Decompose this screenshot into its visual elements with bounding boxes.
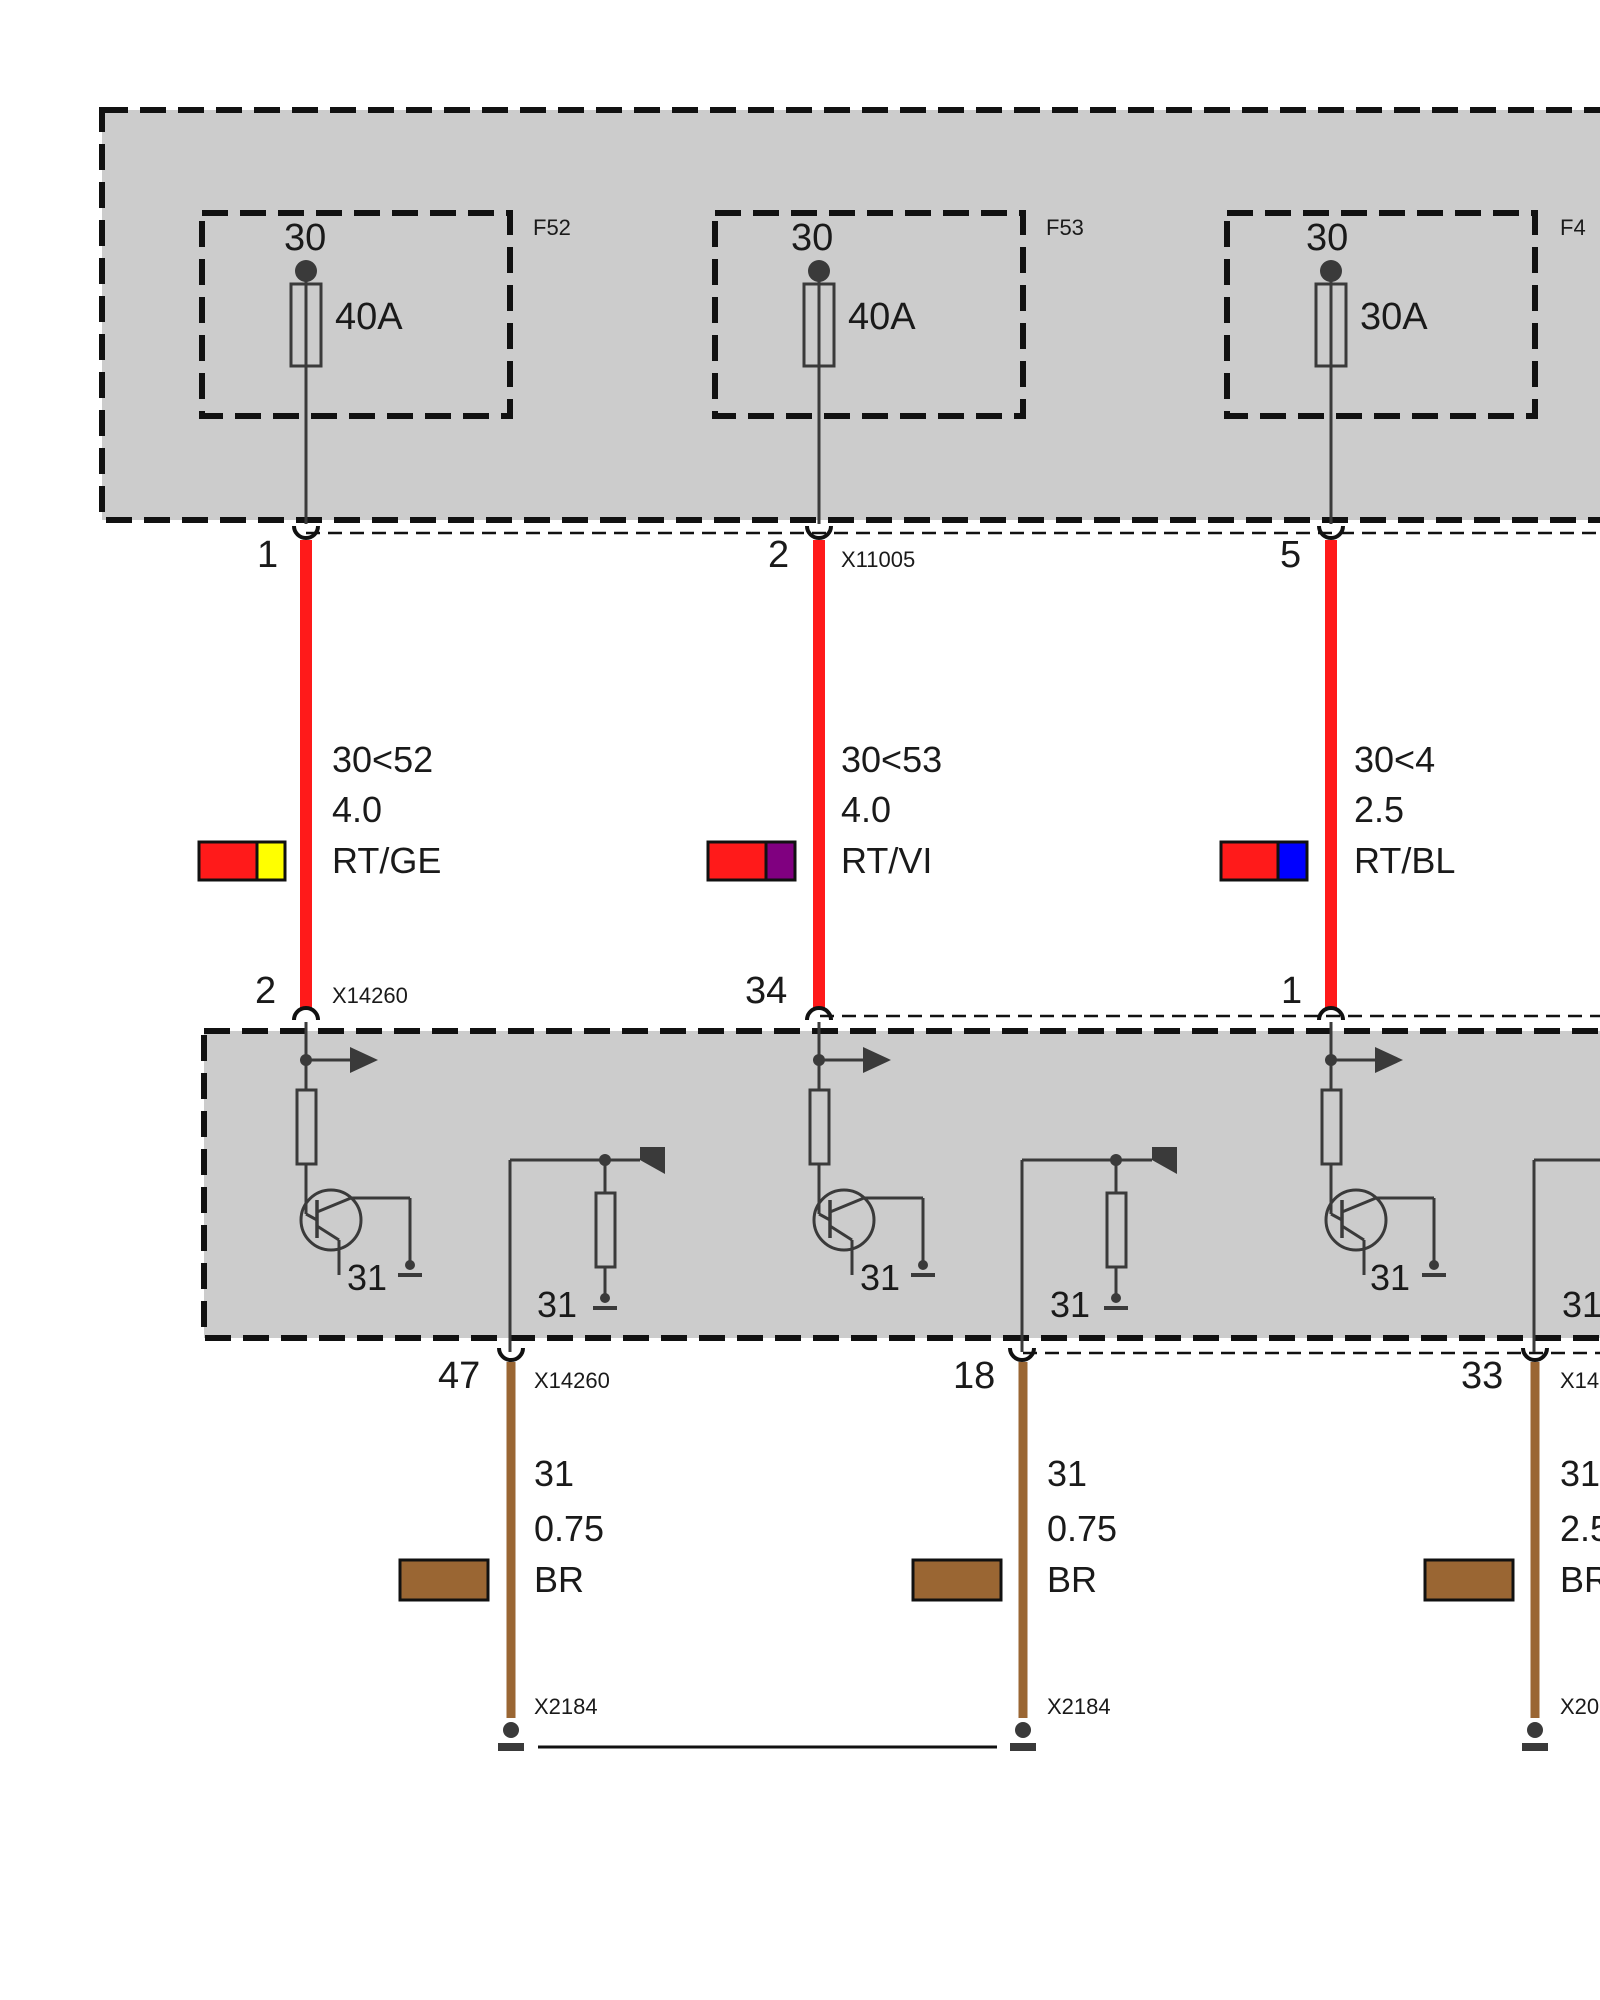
color-swatch-br <box>398 1558 490 1602</box>
arrow-left-icon <box>1152 1147 1177 1174</box>
fuse-f53[interactable]: 30 40A F53 <box>712 210 1084 524</box>
pin-cup <box>292 1006 320 1021</box>
color-swatch-rt-ge <box>197 840 287 882</box>
pin-number: 1 <box>1281 970 1302 1012</box>
output-stage-2: 31 31 <box>808 1022 1177 1352</box>
pin-cup <box>805 525 833 540</box>
pin-cup <box>805 1006 833 1021</box>
wire-gauge: 0.75 <box>1047 1508 1117 1549</box>
fuse-f4[interactable]: 30 30A F4 <box>1224 210 1586 524</box>
wire-circuit: 30<4 <box>1354 739 1435 780</box>
wire-circuit: 31 <box>534 1453 574 1494</box>
color-swatch-rt-vi <box>706 840 797 882</box>
fuse-rating: 40A <box>335 296 403 338</box>
ground-label: 31 <box>1050 1284 1090 1325</box>
arrow-right-icon <box>863 1047 891 1073</box>
pin-cup <box>292 525 320 540</box>
wire-color-code: RT/GE <box>332 840 441 881</box>
transistor-icon <box>1324 1188 1388 1252</box>
wire-gauge: 2.5 <box>1354 789 1404 830</box>
wire-gauge: 4.0 <box>841 789 891 830</box>
fuse-id: F52 <box>533 215 571 240</box>
output-stage-3: 31 31 <box>1320 1022 1600 1352</box>
color-swatch-br <box>911 1558 1003 1602</box>
wire-color-code: BR <box>1560 1559 1600 1600</box>
wire-gauge: 0.75 <box>534 1508 604 1549</box>
pin-number: 2 <box>768 534 789 576</box>
wire-gauge: 2.5 <box>1560 1508 1600 1549</box>
ground-label: 31 <box>537 1284 577 1325</box>
fuse-id: F4 <box>1560 215 1586 240</box>
arrow-right-icon <box>1375 1047 1403 1073</box>
pin-number: 1 <box>257 534 278 576</box>
fuse-f52[interactable]: 30 40A F52 <box>199 210 571 524</box>
pin-number: 33 <box>1461 1355 1503 1397</box>
connector-label: X14260 <box>332 983 408 1008</box>
ground-terminal-icon <box>1527 1722 1543 1738</box>
fuse-housing <box>712 210 1026 419</box>
wire-circuit: 31 <box>1047 1453 1087 1494</box>
wire-label-30-4: 30<4 2.5 RT/BL <box>1354 739 1455 881</box>
pin-number: 18 <box>953 1355 995 1397</box>
fuse-terminal-label: 30 <box>791 217 833 259</box>
ground-point-x20: X20 <box>1522 1694 1599 1751</box>
ground-point-x2184-2: X2184 <box>1010 1694 1111 1751</box>
ground-point-x2184-1: X2184 <box>498 1694 598 1751</box>
ground-terminal-icon <box>1015 1722 1031 1738</box>
fuse-box-module <box>99 107 1600 523</box>
arrow-left-icon <box>640 1147 665 1174</box>
ground-wire-label-3: 31 2.5 BR <box>1560 1453 1600 1600</box>
fuse-housing <box>199 210 513 419</box>
wire-circuit: 30<53 <box>841 739 942 780</box>
wire-label-30-53: 30<53 4.0 RT/VI <box>841 739 942 881</box>
pin-cup <box>1008 1347 1036 1362</box>
fuse-terminal-label: 30 <box>284 217 326 259</box>
wire-gauge: 4.0 <box>332 789 382 830</box>
color-swatch-br <box>1423 1558 1515 1602</box>
pin-cup <box>1317 525 1345 540</box>
pin-cup <box>1317 1006 1345 1021</box>
pin-cup <box>497 1347 525 1362</box>
ground-label: 31 <box>860 1257 900 1298</box>
ground-wire-label-1: 31 0.75 BR <box>534 1453 604 1600</box>
pin-number: 47 <box>438 1355 480 1397</box>
fuse-rating: 30A <box>1360 296 1428 338</box>
ground-label: 31 <box>1562 1284 1600 1325</box>
pin-number: 34 <box>745 970 787 1012</box>
output-stage-1: 31 31 <box>295 1022 665 1352</box>
connector-label: X142 <box>1560 1368 1600 1393</box>
transistor-icon <box>299 1188 363 1252</box>
fuse-terminal-label: 30 <box>1306 217 1348 259</box>
transistor-icon <box>812 1188 876 1252</box>
wire-color-code: RT/VI <box>841 840 932 881</box>
pin-number: 2 <box>255 970 276 1012</box>
wire-color-code: BR <box>534 1559 584 1600</box>
ground-point-label: X2184 <box>1047 1694 1111 1719</box>
color-swatch-rt-bl <box>1219 840 1309 882</box>
fuse-rating: 40A <box>848 296 916 338</box>
control-module <box>201 1028 1600 1341</box>
wire-circuit: 30<52 <box>332 739 433 780</box>
ground-label: 31 <box>1370 1257 1410 1298</box>
connector-label: X11005 <box>841 547 915 572</box>
arrow-right-icon <box>350 1047 378 1073</box>
ground-label: 31 <box>347 1257 387 1298</box>
pin-cup <box>1521 1347 1549 1362</box>
pin-number: 5 <box>1280 534 1301 576</box>
fuse-id: F53 <box>1046 215 1084 240</box>
ground-point-label: X2184 <box>534 1694 598 1719</box>
wire-circuit: 31 <box>1560 1453 1600 1494</box>
ground-wire-label-2: 31 0.75 BR <box>1047 1453 1117 1600</box>
ground-terminal-icon <box>503 1722 519 1738</box>
wire-label-30-52: 30<52 4.0 RT/GE <box>332 739 441 881</box>
fuse-housing <box>1224 210 1538 419</box>
connector-label: X14260 <box>534 1368 610 1393</box>
ground-point-label: X20 <box>1560 1694 1599 1719</box>
wire-color-code: BR <box>1047 1559 1097 1600</box>
wire-color-code: RT/BL <box>1354 840 1455 881</box>
